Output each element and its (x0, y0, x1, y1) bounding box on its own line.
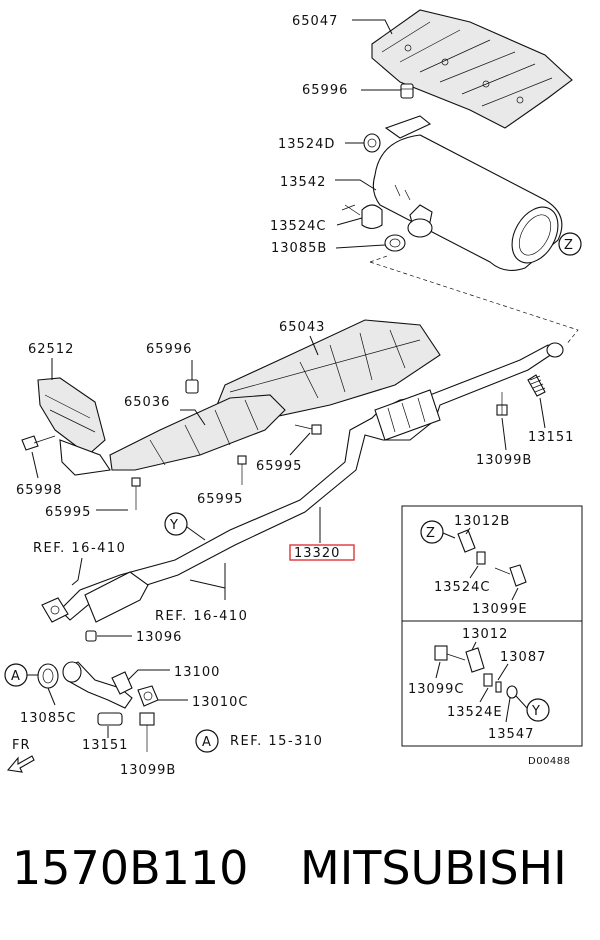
part-label-62512: 62512 (28, 342, 74, 357)
ref-16-410-bottom: REF. 16-410 (155, 609, 248, 624)
part-label-65036: 65036 (124, 395, 170, 410)
marker-z-label: Z (564, 238, 574, 253)
bolt-65998[interactable] (21, 435, 56, 451)
main-muffler[interactable] (372, 115, 567, 271)
part-label-13099B-right: 13099B (476, 453, 532, 468)
part-label-13524D: 13524D (278, 137, 335, 152)
highlight-box-13320 (289, 544, 355, 561)
marker-z-inset-label: Z (426, 526, 436, 541)
front-pipe-13100[interactable] (62, 661, 133, 709)
marker-a-left[interactable]: A (4, 663, 28, 687)
part-label-13099E: 13099E (472, 602, 528, 617)
bolt-13099B-left[interactable] (139, 712, 155, 752)
marker-z-inset[interactable]: Z (420, 520, 444, 544)
part-label-13151-right: 13151 (528, 430, 574, 445)
part-label-13099C: 13099C (408, 682, 464, 697)
part-label-13524C-inset: 13524C (434, 580, 490, 595)
part-label-13085B: 13085B (271, 241, 327, 256)
part-label-13099B-left: 13099B (120, 763, 176, 778)
part-label-13012: 13012 (462, 627, 508, 642)
marker-y-label: Y (169, 518, 179, 533)
front-direction-arrow-icon (6, 755, 35, 773)
part-label-13320: 13320 (294, 546, 340, 561)
part-label-65998: 65998 (16, 483, 62, 498)
nut-65996-top[interactable] (400, 83, 414, 99)
nut-65996-mid[interactable] (185, 379, 199, 394)
detail-inset-box (401, 505, 583, 747)
hanger-13012[interactable] (465, 647, 485, 673)
part-label-13010C: 13010C (192, 695, 248, 710)
marker-a-ref-label: A (202, 735, 212, 750)
bolt-13099B-right[interactable] (496, 392, 508, 416)
marker-y-inset[interactable]: Y (526, 698, 550, 722)
part-label-13547: 13547 (488, 727, 534, 742)
part-label-13100: 13100 (174, 665, 220, 680)
hanger-13524C-top[interactable] (341, 204, 383, 230)
marker-y-inset-label: Y (531, 704, 541, 719)
bolt-65995-left[interactable] (131, 477, 141, 510)
bushing-13524E[interactable] (483, 673, 493, 687)
part-label-13524C-top: 13524C (270, 219, 326, 234)
front-pipe-hanger[interactable] (59, 439, 111, 476)
diagram-code: D00488 (528, 756, 571, 767)
bracket-62512[interactable] (37, 377, 106, 456)
marker-a-left-label: A (11, 669, 21, 684)
bolt-65995-center[interactable] (237, 455, 247, 485)
heat-shield-front[interactable] (109, 394, 286, 471)
bolt-65995-right[interactable] (294, 424, 322, 435)
part-label-13085C: 13085C (20, 711, 76, 726)
bushing-13524C-inset[interactable] (476, 551, 486, 565)
part-label-65043: 65043 (279, 320, 325, 335)
part-label-13096: 13096 (136, 630, 182, 645)
marker-y-center[interactable]: Y (164, 512, 188, 536)
part-label-65996-mid: 65996 (146, 342, 192, 357)
heat-shield-rear[interactable] (371, 9, 573, 129)
spring-13151-right[interactable] (527, 374, 546, 397)
washer-13547[interactable] (495, 681, 518, 699)
part-label-65047: 65047 (292, 14, 338, 29)
ref-15-310: REF. 15-310 (230, 734, 323, 749)
part-label-65995-c: 65995 (256, 459, 302, 474)
part-label-65995-a: 65995 (45, 505, 91, 520)
hanger-13524D[interactable] (363, 133, 381, 153)
center-pipe-13320[interactable] (59, 342, 564, 623)
footer-brand: MITSUBISHI (300, 841, 567, 895)
part-label-13087: 13087 (500, 650, 546, 665)
hanger-13012B[interactable] (457, 529, 476, 553)
spring-13151-left[interactable] (97, 712, 123, 726)
part-label-65995-b: 65995 (197, 492, 243, 507)
ref-16-410-top: REF. 16-410 (33, 541, 126, 556)
part-label-13542: 13542 (280, 175, 326, 190)
gasket-13085C[interactable] (37, 663, 59, 689)
footer-part-number: 1570B110 (12, 841, 248, 895)
part-label-13012B: 13012B (454, 514, 510, 529)
front-flange[interactable] (41, 597, 69, 623)
bolt-13099E[interactable] (494, 564, 527, 587)
gasket-13010C[interactable] (137, 685, 159, 707)
part-label-13524E: 13524E (447, 705, 503, 720)
part-label-65996-top: 65996 (302, 83, 348, 98)
marker-a-ref[interactable]: A (195, 729, 219, 753)
gasket-13085B[interactable] (384, 218, 433, 252)
front-direction-label: FR (12, 738, 31, 753)
marker-z-muffler[interactable]: Z (558, 232, 582, 256)
part-label-13151-left: 13151 (82, 738, 128, 753)
bolt-13099C[interactable] (434, 645, 466, 661)
nut-13096[interactable] (85, 630, 97, 642)
